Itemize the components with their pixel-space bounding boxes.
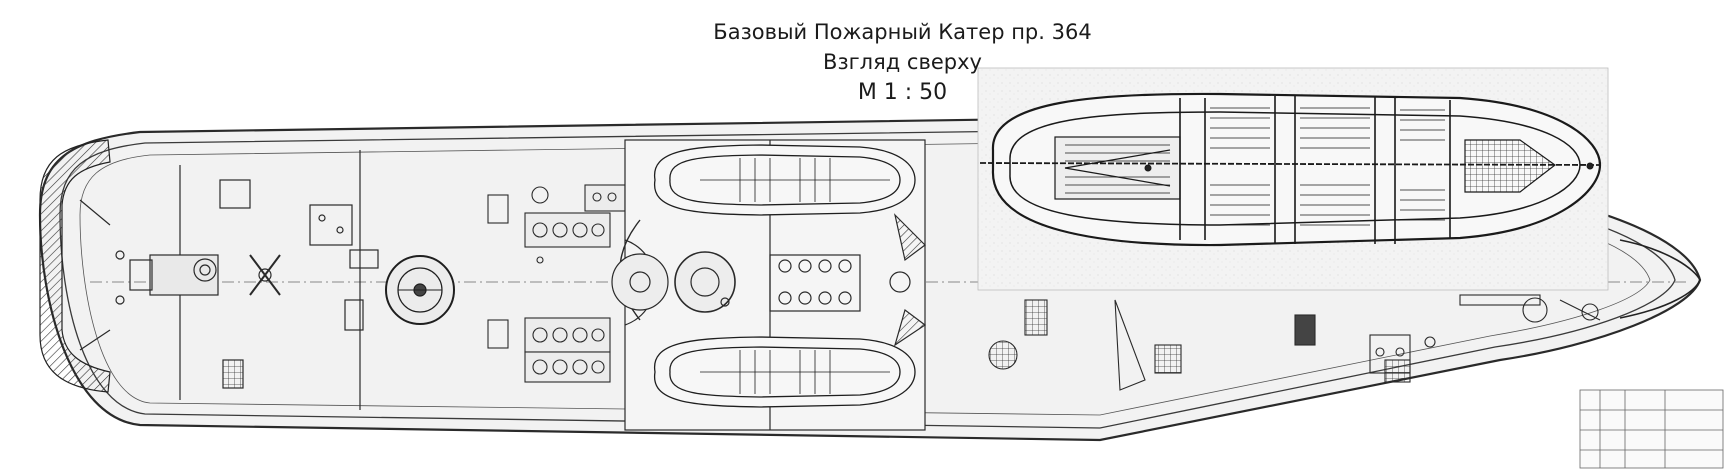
inset-boat-hull xyxy=(991,92,1602,247)
stern-grate xyxy=(222,359,244,389)
stern-fender xyxy=(39,139,111,393)
capstan xyxy=(385,255,455,325)
drawing-view-caption: Взгляд сверху xyxy=(823,50,982,74)
inset-bow-grating xyxy=(1464,139,1557,193)
forward-equipment xyxy=(988,294,1601,391)
stern-hatch xyxy=(309,204,353,246)
machinery-blocks xyxy=(487,184,626,383)
lifeboat-upper xyxy=(654,144,916,216)
drawing-scale: М 1 : 50 xyxy=(857,80,948,105)
deck-edge xyxy=(79,141,1651,416)
drawing-title: Базовый Пожарный Катер пр. 364 xyxy=(713,20,1092,44)
bow-stem xyxy=(1619,239,1701,319)
stern-equipment xyxy=(79,150,379,410)
stern-winch xyxy=(149,254,219,296)
title-block-stamp xyxy=(1579,389,1724,469)
lifeboat-lower xyxy=(654,336,916,408)
lifeboat-detail-inset xyxy=(977,67,1609,291)
